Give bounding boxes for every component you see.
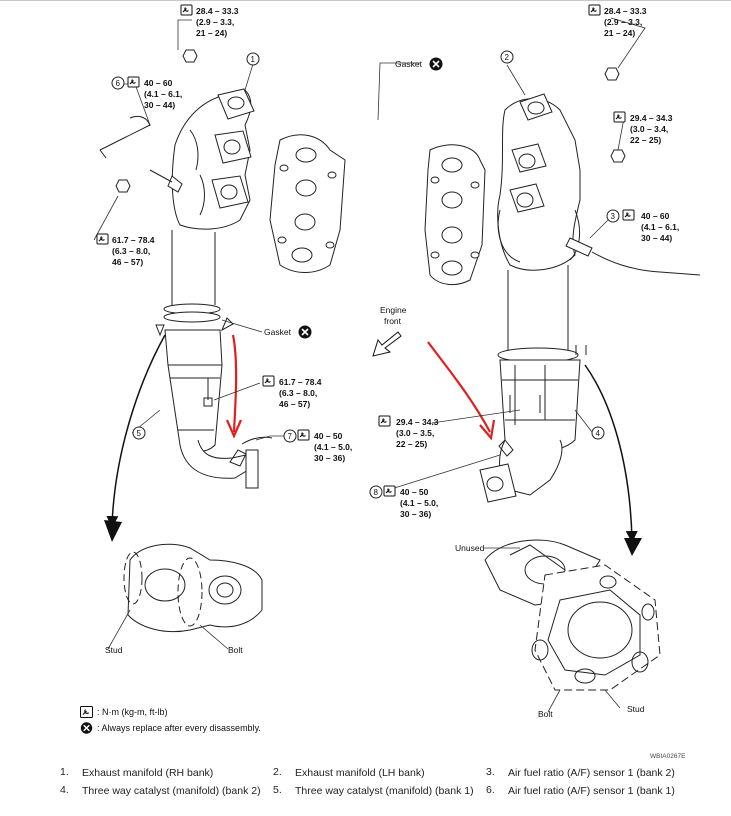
stud-label-left: Stud	[105, 645, 123, 655]
part-item: 6.Air fuel ratio (A/F) sensor 1 (bank 1)	[486, 784, 675, 797]
torque-spec-left-stud: 61.7 – 78.4 (6.3 – 8.0, 46 – 57)	[96, 233, 155, 267]
legend-torque-text: : N·m (kg-m, ft-lb)	[97, 707, 168, 717]
gasket-label-top: Gasket	[395, 59, 423, 69]
part-item: 5.Three way catalyst (manifold) (bank 1)	[273, 784, 474, 797]
torque-spec-mid-left: 61.7 – 78.4 (6.3 – 8.0, 46 – 57)	[262, 375, 322, 409]
wrench-icon	[80, 706, 93, 718]
left-stud-bolt-detail	[123, 543, 263, 633]
svg-text:30 – 36): 30 – 36)	[400, 509, 431, 519]
gasket-plates	[269, 134, 486, 286]
svg-text:(2.9 – 3.3,: (2.9 – 3.3,	[196, 17, 234, 27]
torque-spec-right-mid: 29.4 – 34.3 (3.0 – 3.4, 22 – 25)	[613, 111, 673, 145]
torque-spec-center: 29.4 – 34.3 (3.0 – 3.5, 22 – 25)	[378, 415, 439, 449]
svg-text:7: 7	[288, 432, 293, 441]
svg-text:(4.1 – 6.1,: (4.1 – 6.1,	[641, 222, 679, 232]
svg-text:30 – 44): 30 – 44)	[641, 233, 672, 243]
part-number-callouts: 1 2 3 4 5 6 7 8	[111, 50, 620, 499]
gasket-label-mid: Gasket	[264, 327, 292, 337]
svg-text:21 – 24): 21 – 24)	[604, 28, 635, 38]
detail-pointer-arrows	[106, 334, 638, 543]
svg-text:1: 1	[251, 55, 256, 64]
red-annotation-arrows	[225, 334, 496, 441]
arrowhead-left	[104, 520, 122, 542]
stud-label-right: Stud	[627, 704, 645, 714]
svg-text:29.4 – 34.3: 29.4 – 34.3	[630, 113, 673, 123]
svg-text:(2.9 – 3.3,: (2.9 – 3.3,	[604, 17, 642, 27]
figure-code: WBIA0267E	[650, 753, 686, 760]
engine-front-label-2: front	[384, 316, 402, 326]
parts-list: 1.Exhaust manifold (RH bank) 2.Exhaust m…	[60, 766, 720, 798]
part-callout-1: 1	[246, 52, 260, 66]
svg-text:61.7 – 78.4: 61.7 – 78.4	[112, 235, 155, 245]
svg-text:46 – 57): 46 – 57)	[112, 257, 143, 267]
arrowhead-right	[624, 538, 642, 556]
torque-spec-top-left: 28.4 – 33.3 (2.9 – 3.3, 21 – 24)	[180, 4, 239, 38]
bolt-label-left: Bolt	[228, 645, 243, 655]
torque-spec-sensor-8: 40 – 50 (4.1 – 5.0, 30 – 36)	[383, 485, 438, 519]
svg-text:2: 2	[505, 53, 510, 62]
svg-text:29.4 – 34.3: 29.4 – 34.3	[396, 417, 439, 427]
exhaust-manifold-diagram: 1 2 3 4 5 6 7 8 28.4 – 33.3 (2.9 – 3.3, …	[93, 4, 701, 760]
engine-front-arrow	[372, 331, 402, 357]
svg-text:28.4 – 33.3: 28.4 – 33.3	[604, 6, 647, 16]
svg-text:30 – 44): 30 – 44)	[144, 100, 175, 110]
legend-replace: : Always replace after every disassembly…	[80, 722, 261, 734]
svg-text:4: 4	[596, 429, 601, 438]
svg-text:21 – 24): 21 – 24)	[196, 28, 227, 38]
svg-text:30 – 36): 30 – 36)	[314, 453, 345, 463]
legend-replace-text: : Always replace after every disassembly…	[97, 723, 261, 733]
part-callout-7: 7	[283, 429, 297, 443]
replace-x-icon	[80, 722, 93, 734]
svg-text:(6.3 – 8.0,: (6.3 – 8.0,	[279, 388, 317, 398]
part-callout-4: 4	[591, 426, 605, 440]
svg-text:(3.0 – 3.5,: (3.0 – 3.5,	[396, 428, 434, 438]
part-item: 4.Three way catalyst (manifold) (bank 2)	[60, 784, 261, 797]
svg-text:8: 8	[374, 488, 379, 497]
part-callout-5: 5	[132, 426, 146, 440]
svg-text:28.4 – 33.3: 28.4 – 33.3	[196, 6, 239, 16]
svg-text:40 – 50: 40 – 50	[400, 487, 429, 497]
svg-text:22 – 25): 22 – 25)	[630, 135, 661, 145]
part-callout-3: 3	[606, 209, 620, 223]
svg-text:(4.1 – 5.0,: (4.1 – 5.0,	[400, 498, 438, 508]
bolt-label-right: Bolt	[538, 709, 553, 719]
svg-text:5: 5	[137, 429, 142, 438]
lh-exhaust-manifold	[479, 67, 701, 503]
right-stud-bolt-detail	[484, 539, 661, 691]
svg-text:3: 3	[611, 212, 616, 221]
parts-row: 1.Exhaust manifold (RH bank) 2.Exhaust m…	[60, 766, 720, 780]
part-callout-6: 6	[111, 76, 125, 90]
replace-icon-top	[428, 56, 444, 72]
svg-text:(6.3 – 8.0,: (6.3 – 8.0,	[112, 246, 150, 256]
legend-torque: : N·m (kg-m, ft-lb)	[80, 706, 168, 718]
part-item: 1.Exhaust manifold (RH bank)	[60, 766, 214, 779]
svg-text:40 – 60: 40 – 60	[641, 211, 670, 221]
svg-text:40 – 50: 40 – 50	[314, 431, 343, 441]
svg-text:6: 6	[116, 79, 121, 88]
engine-front-label-1: Engine	[380, 305, 407, 315]
torque-spec-top-right: 28.4 – 33.3 (2.9 – 3.3, 21 – 24)	[588, 4, 647, 38]
part-item: 3.Air fuel ratio (A/F) sensor 1 (bank 2)	[486, 766, 675, 779]
svg-text:22 – 25): 22 – 25)	[396, 439, 427, 449]
part-callout-8: 8	[369, 485, 383, 499]
torque-spec-sensor-6: 40 – 60 (4.1 – 6.1, 30 – 44)	[127, 76, 182, 110]
part-item: 2.Exhaust manifold (LH bank)	[273, 766, 425, 779]
replace-icon-mid	[297, 324, 313, 340]
svg-text:61.7 – 78.4: 61.7 – 78.4	[279, 377, 322, 387]
unused-label: Unused	[455, 543, 485, 553]
torque-spec-sensor-7: 40 – 50 (4.1 – 5.0, 30 – 36)	[297, 429, 352, 463]
svg-text:(4.1 – 5.0,: (4.1 – 5.0,	[314, 442, 352, 452]
top-border	[0, 0, 731, 1]
svg-text:46 – 57): 46 – 57)	[279, 399, 310, 409]
part-callout-2: 2	[500, 50, 514, 64]
rh-exhaust-manifold	[99, 49, 273, 489]
svg-text:(4.1 – 6.1,: (4.1 – 6.1,	[144, 89, 182, 99]
svg-text:40 – 60: 40 – 60	[144, 78, 173, 88]
svg-text:(3.0 – 3.4,: (3.0 – 3.4,	[630, 124, 668, 134]
torque-spec-sensor-3: 40 – 60 (4.1 – 6.1, 30 – 44)	[622, 209, 679, 243]
parts-row: 4.Three way catalyst (manifold) (bank 2)…	[60, 784, 720, 798]
